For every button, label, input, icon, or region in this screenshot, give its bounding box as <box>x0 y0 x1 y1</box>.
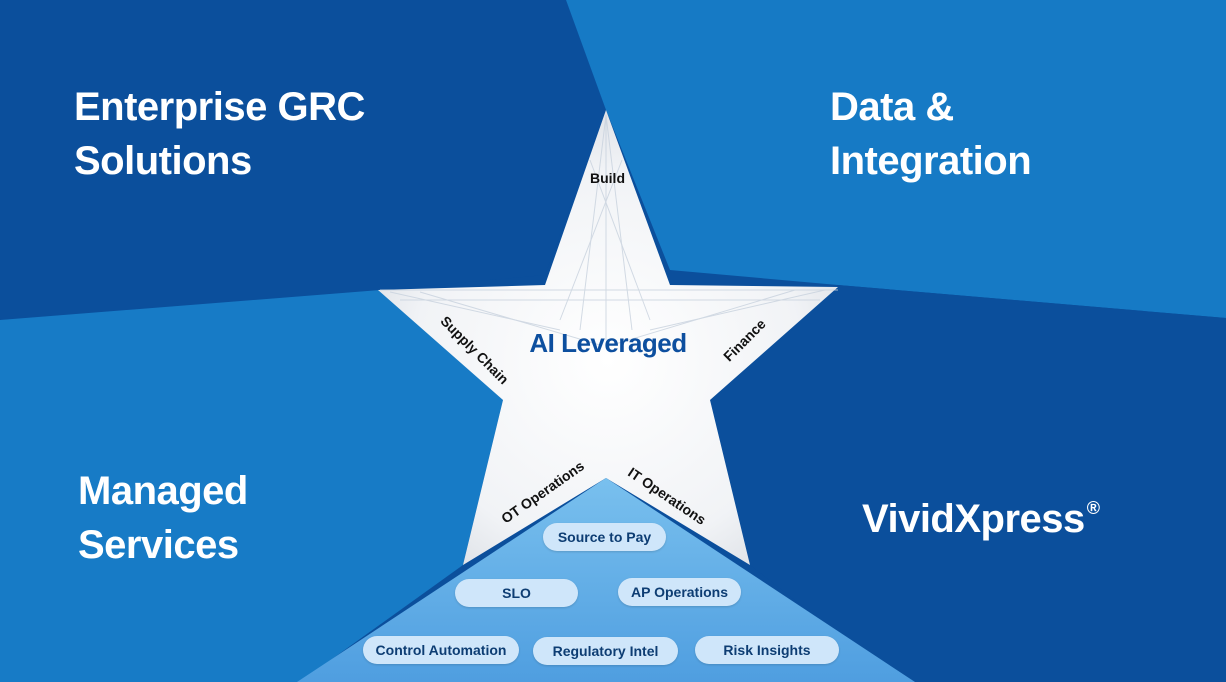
panel-top-left <box>0 0 606 320</box>
title-vividxpress: VividXpress® <box>862 483 1100 544</box>
title-managed-services: Managed Services <box>78 469 248 567</box>
pill-slo: SLO <box>455 579 578 607</box>
star-glass-lines <box>380 114 838 346</box>
center-label-ai-leveraged: AI Leveraged <box>529 328 687 358</box>
panel-top-right <box>566 0 1226 318</box>
vividxpress-text: VividXpress <box>862 497 1085 541</box>
panel-bottom-left <box>0 290 503 682</box>
pill-risk-insights: Risk Insights <box>695 636 839 664</box>
pill-control-automation: Control Automation <box>363 636 519 664</box>
star-shape <box>378 110 838 565</box>
pill-ap-operations: AP Operations <box>618 578 741 606</box>
registered-mark: ® <box>1086 498 1100 518</box>
pill-regulatory-intel: Regulatory Intel <box>533 637 678 665</box>
pill-source-to-pay: Source to Pay <box>543 523 666 551</box>
bottom-triangle <box>297 478 915 682</box>
arm-label-build: Build <box>590 170 625 186</box>
title-enterprise-grc: Enterprise GRC Solutions <box>74 85 365 183</box>
title-data-integration: Data & Integration <box>830 85 1032 183</box>
panel-bottom-right <box>710 285 1226 682</box>
